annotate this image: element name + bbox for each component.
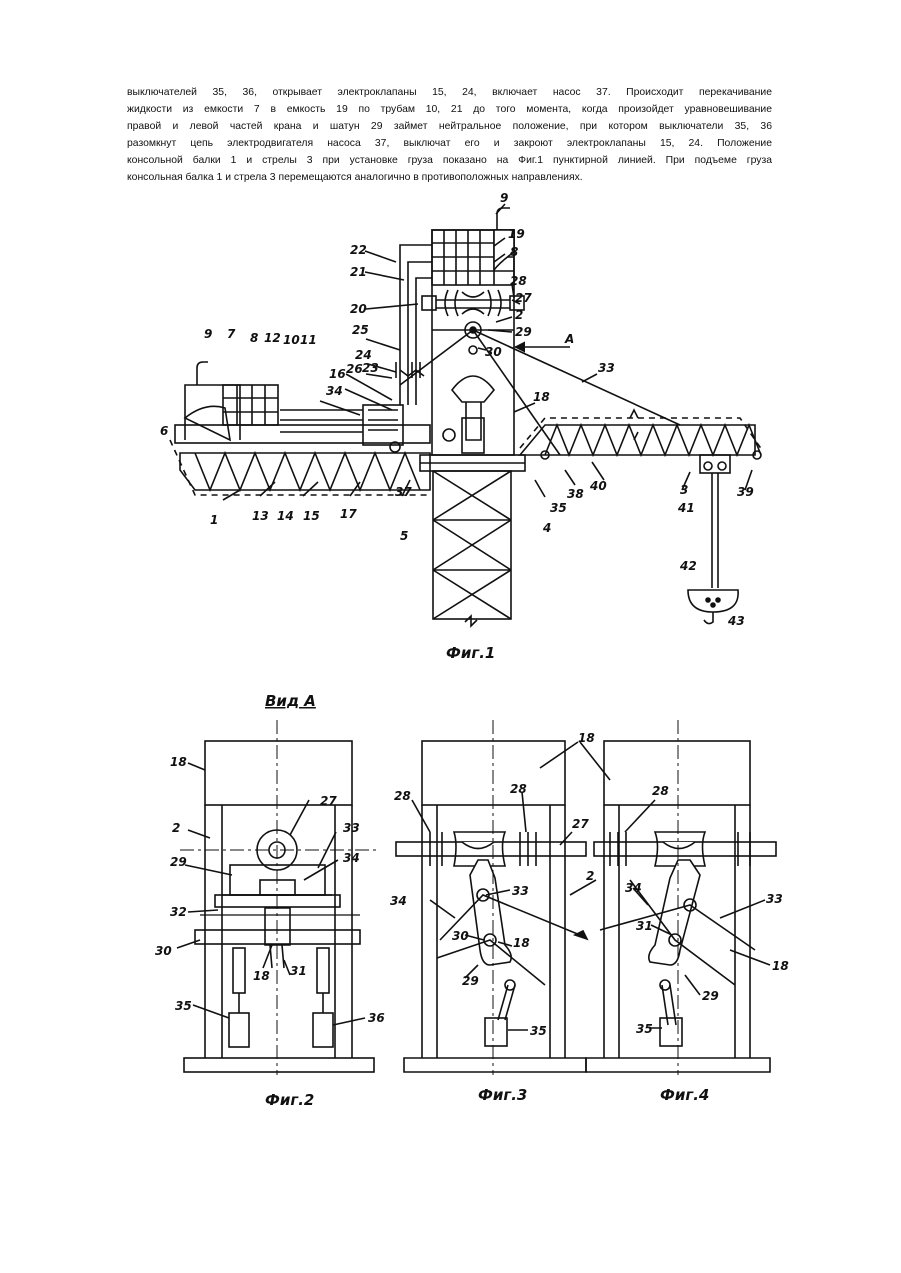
label: 20 — [350, 302, 367, 316]
arrow-a-label: А — [564, 332, 574, 346]
boom-3 — [520, 410, 762, 459]
label: 16 — [329, 367, 346, 381]
label: 35 — [530, 1024, 547, 1038]
label: 27 — [515, 291, 532, 305]
label: 18 — [578, 731, 595, 745]
label: 29 — [515, 325, 532, 339]
figure-2-view-a — [177, 720, 380, 1075]
hoist-41-42-43 — [688, 455, 738, 624]
label: 29 — [170, 855, 187, 869]
label: 34 — [625, 881, 642, 895]
label: 2 — [172, 821, 180, 835]
figure-4 — [586, 720, 776, 1075]
label: 29 — [462, 974, 479, 988]
label: 18 — [772, 959, 789, 973]
label: 14 — [277, 509, 294, 523]
label: 18 — [170, 755, 187, 769]
label: 28 — [510, 782, 527, 796]
figure-3-caption: Фиг.3 — [478, 1086, 527, 1104]
label: 18 — [533, 390, 550, 404]
valve-block — [280, 362, 455, 452]
label: 2 — [586, 869, 594, 883]
label: 42 — [679, 559, 697, 573]
label: 3 — [680, 483, 688, 497]
tank-7 — [185, 362, 278, 440]
label: 8 — [250, 331, 258, 345]
label: 15 — [303, 509, 320, 523]
label: 30 — [452, 929, 469, 943]
label: 27 — [320, 794, 337, 808]
label: 2 — [515, 308, 523, 322]
label: 10 — [283, 333, 300, 347]
label: 28 — [652, 784, 669, 798]
label: 9 — [204, 327, 212, 341]
label: 6 — [160, 424, 168, 438]
label: 33 — [343, 821, 360, 835]
label: 35 — [550, 501, 567, 515]
label: 30 — [155, 944, 172, 958]
label: 24 — [355, 348, 372, 362]
figure-4-caption: Фиг.4 — [660, 1086, 709, 1104]
figure-1-caption: Фиг.1 — [446, 644, 495, 662]
label: 11 — [300, 333, 317, 347]
label: 21 — [350, 265, 367, 279]
label: 19 — [508, 227, 525, 241]
label: 31 — [290, 964, 307, 978]
figure-2-caption: Фиг.2 — [265, 1091, 314, 1109]
label: 25 — [352, 323, 369, 337]
figure-1-labels: 9 19 8 22 21 28 27 20 2 29 25 30 24 26 2… — [160, 191, 754, 662]
label: 43 — [727, 614, 745, 628]
figure-4-labels: 28 34 33 31 18 29 35 Фиг.4 — [625, 784, 789, 1104]
label: 39 — [737, 485, 754, 499]
label: 17 — [340, 507, 357, 521]
label: 18 — [253, 969, 270, 983]
figure-2-labels: Вид А 18 27 2 33 29 34 32 30 18 31 35 36… — [155, 692, 385, 1109]
label: 27 — [572, 817, 589, 831]
label: 9 — [500, 191, 508, 205]
label: 34 — [326, 384, 343, 398]
label: 13 — [252, 509, 269, 523]
label: 23 — [362, 361, 379, 375]
label: 33 — [598, 361, 615, 375]
label: 26 — [346, 362, 363, 376]
label: 28 — [394, 789, 411, 803]
cantilever-beam-1 — [170, 425, 430, 495]
label: 41 — [677, 501, 695, 515]
label: 35 — [636, 1022, 653, 1036]
label: 37 — [395, 485, 412, 499]
figure-3 — [396, 720, 610, 1075]
label: 8 — [510, 245, 518, 259]
label: 7 — [227, 327, 236, 341]
mast-5 — [433, 471, 511, 626]
label: 34 — [343, 851, 360, 865]
view-a-title: Вид А — [265, 692, 316, 710]
tank-19 — [432, 230, 514, 285]
label: 30 — [485, 345, 502, 359]
label: 36 — [368, 1011, 385, 1025]
label: 38 — [567, 487, 584, 501]
label: 4 — [542, 521, 551, 535]
label: 32 — [170, 905, 187, 919]
label: 35 — [175, 999, 192, 1013]
label: 34 — [390, 894, 407, 908]
bearing-unit-27-28 — [422, 290, 524, 316]
label: 33 — [766, 892, 783, 906]
label: 28 — [510, 274, 527, 288]
label: 29 — [702, 989, 719, 1003]
label: 18 — [513, 936, 530, 950]
figure-1-crane — [170, 204, 762, 626]
label: 12 — [264, 331, 281, 345]
label: 22 — [350, 243, 367, 257]
label: 31 — [636, 919, 653, 933]
label: 40 — [589, 479, 607, 493]
label: 33 — [512, 884, 529, 898]
label: 1 — [210, 513, 218, 527]
label: 5 — [400, 529, 408, 543]
